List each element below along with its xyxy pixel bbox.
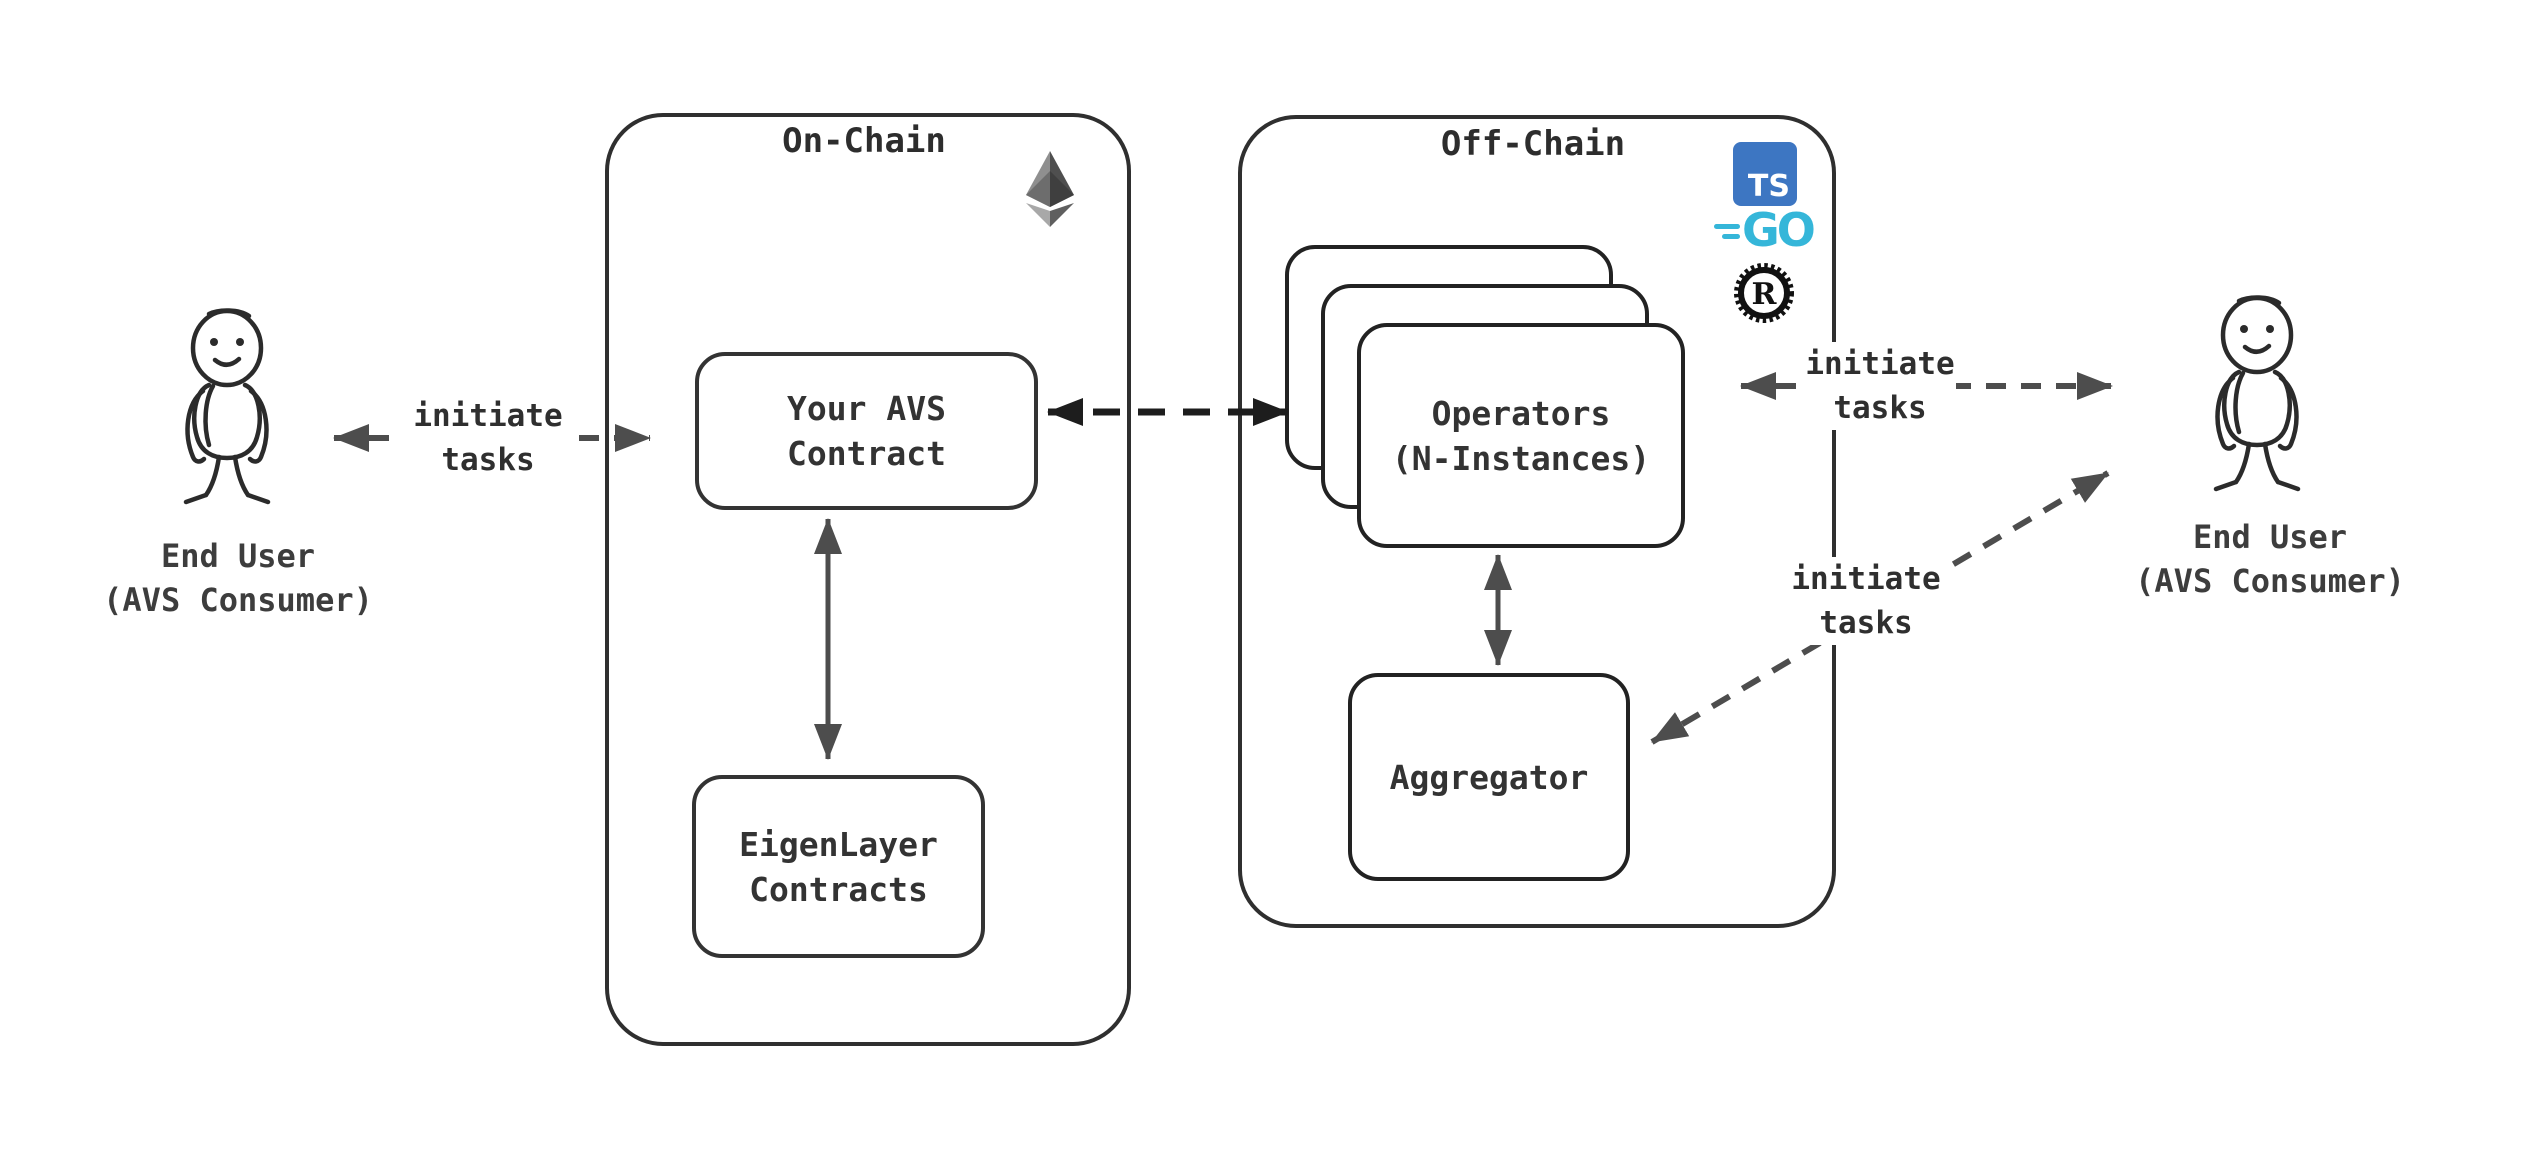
typescript-icon: TS — [1733, 142, 1797, 206]
typescript-icon-label: TS — [1747, 169, 1790, 204]
end-user-left-figure — [183, 308, 271, 505]
eigenlayer-label-line1: EigenLayer — [739, 824, 938, 864]
end-user-right-label-line2: (AVS Consumer) — [2135, 562, 2405, 600]
avs-contract-box: Your AVS Contract — [695, 352, 1038, 510]
initiate-tasks-label-left-line1: initiate — [413, 398, 563, 434]
aggregator-box: Aggregator — [1348, 673, 1630, 881]
offchain-title: Off-Chain — [1440, 124, 1626, 164]
ethereum-icon — [1026, 151, 1074, 227]
initiate-tasks-label-diagonal-line2: tasks — [1819, 605, 1913, 641]
initiate-tasks-label-right: initiate tasks — [1804, 342, 1956, 430]
onchain-container — [605, 113, 1131, 1046]
go-icon: GO — [1742, 207, 1822, 254]
end-user-left-label-line2: (AVS Consumer) — [103, 581, 373, 619]
go-icon-label: GO — [1742, 203, 1816, 257]
go-icon-speedline-1 — [1714, 224, 1740, 229]
eigenlayer-label-line2: Contracts — [749, 869, 928, 909]
end-user-right-label: End User (AVS Consumer) — [2122, 515, 2418, 603]
eigenlayer-contracts-box: EigenLayer Contracts — [692, 775, 985, 958]
operators-label-line1: Operators — [1431, 393, 1611, 433]
initiate-tasks-label-diagonal-line1: initiate — [1791, 561, 1941, 597]
operators-box: Operators (N-Instances) — [1357, 323, 1685, 548]
initiate-tasks-label-diagonal: initiate tasks — [1790, 557, 1942, 645]
svg-text:R: R — [1752, 277, 1778, 312]
initiate-tasks-label-right-line2: tasks — [1833, 390, 1927, 426]
end-user-left-label: End User (AVS Consumer) — [90, 534, 386, 622]
end-user-right-label-line1: End User — [2192, 518, 2348, 556]
aggregator-label: Aggregator — [1389, 757, 1589, 797]
avs-contract-label-line1: Your AVS — [787, 389, 946, 428]
end-user-left-label-line1: End User — [160, 537, 316, 575]
avs-contract-label-line2: Contract — [787, 434, 946, 473]
initiate-tasks-label-right-line1: initiate — [1805, 346, 1955, 382]
go-icon-speedline-2 — [1722, 234, 1740, 239]
initiate-tasks-label-left-line2: tasks — [441, 442, 535, 478]
operators-label-line2: (N-Instances) — [1391, 438, 1651, 478]
end-user-right-figure — [2213, 295, 2301, 492]
initiate-tasks-label-left: initiate tasks — [403, 394, 573, 482]
onchain-title: On-Chain — [782, 121, 946, 161]
rust-icon: R — [1734, 263, 1794, 323]
